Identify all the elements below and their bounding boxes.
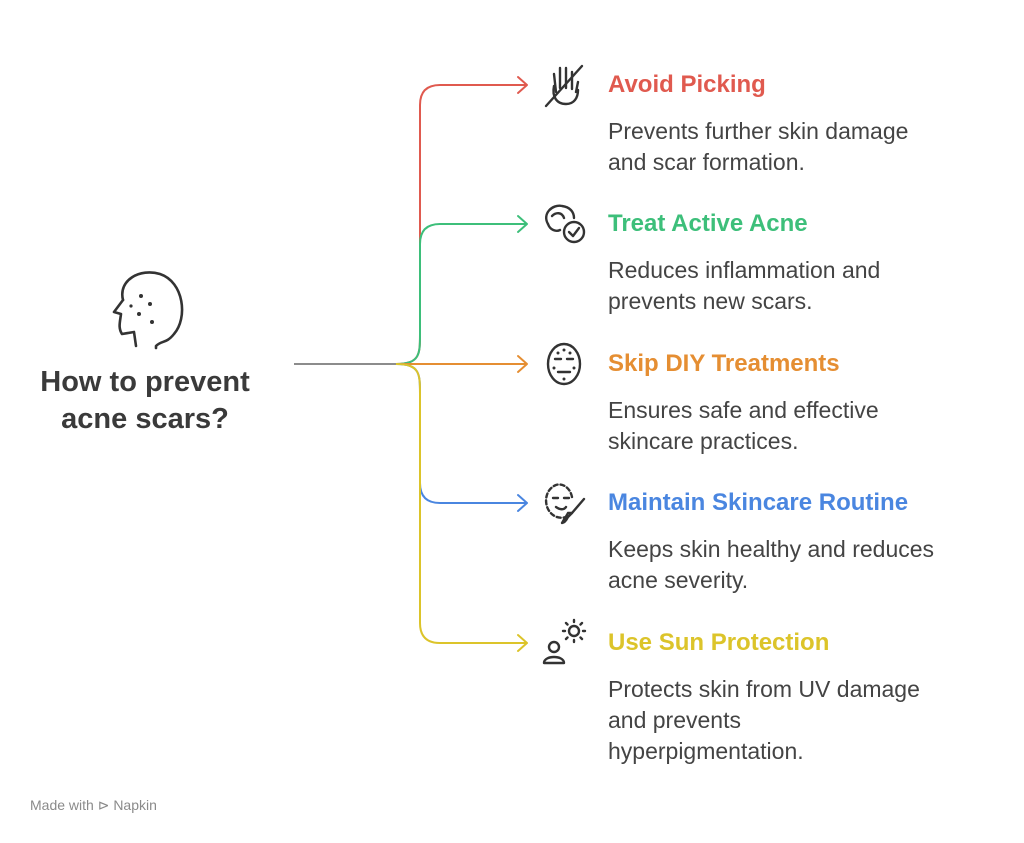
root-title: How to prevent acne scars? bbox=[10, 364, 280, 438]
desc-line: Prevents further skin damage bbox=[608, 118, 909, 144]
made-with-napkin-footer: Made with ⊳ Napkin bbox=[30, 797, 157, 813]
arrowhead bbox=[517, 76, 528, 94]
desc-line: hyperpigmentation. bbox=[608, 738, 804, 764]
arrowhead bbox=[517, 634, 528, 652]
branch-connectors bbox=[395, 76, 528, 652]
branch-description: Reduces inflammation and prevents new sc… bbox=[608, 255, 1008, 317]
branch-description: Prevents further skin damage and scar fo… bbox=[608, 116, 1008, 178]
no-touch-hand-icon bbox=[544, 64, 584, 108]
root-title-line2: acne scars? bbox=[61, 403, 229, 435]
branch-connector bbox=[395, 223, 527, 365]
arrowhead bbox=[517, 494, 528, 512]
branch-connector bbox=[395, 363, 527, 644]
desc-line: Reduces inflammation and bbox=[608, 257, 881, 283]
root-title-line1: How to prevent bbox=[40, 366, 250, 398]
face-with-acne-icon bbox=[112, 271, 184, 350]
branch-description: Keeps skin healthy and reduces acne seve… bbox=[608, 534, 1008, 596]
desc-line: Protects skin from UV damage bbox=[608, 676, 920, 702]
branch-description: Ensures safe and effective skincare prac… bbox=[608, 395, 1008, 457]
branch-title: Avoid Picking bbox=[608, 71, 766, 98]
desc-line: prevents new scars. bbox=[608, 288, 813, 314]
face-check-icon bbox=[545, 204, 586, 244]
branch-description: Protects skin from UV damage and prevent… bbox=[608, 674, 1008, 767]
branch-title: Skip DIY Treatments bbox=[608, 350, 840, 377]
desc-line: skincare practices. bbox=[608, 428, 799, 454]
desc-line: and prevents bbox=[608, 707, 741, 733]
arrowhead bbox=[517, 215, 528, 233]
person-sun-icon bbox=[542, 618, 587, 665]
face-mask-icon bbox=[546, 342, 582, 386]
branch-title: Treat Active Acne bbox=[608, 210, 808, 237]
face-brush-icon bbox=[544, 483, 586, 525]
arrowhead bbox=[517, 355, 528, 373]
desc-line: Ensures safe and effective bbox=[608, 397, 879, 423]
branch-title: Use Sun Protection bbox=[608, 629, 830, 656]
branch-connector bbox=[395, 363, 527, 504]
desc-line: and scar formation. bbox=[608, 149, 805, 175]
branch-title: Maintain Skincare Routine bbox=[608, 489, 909, 516]
desc-line: Keeps skin healthy and reduces bbox=[608, 536, 935, 562]
desc-line: acne severity. bbox=[608, 567, 749, 593]
